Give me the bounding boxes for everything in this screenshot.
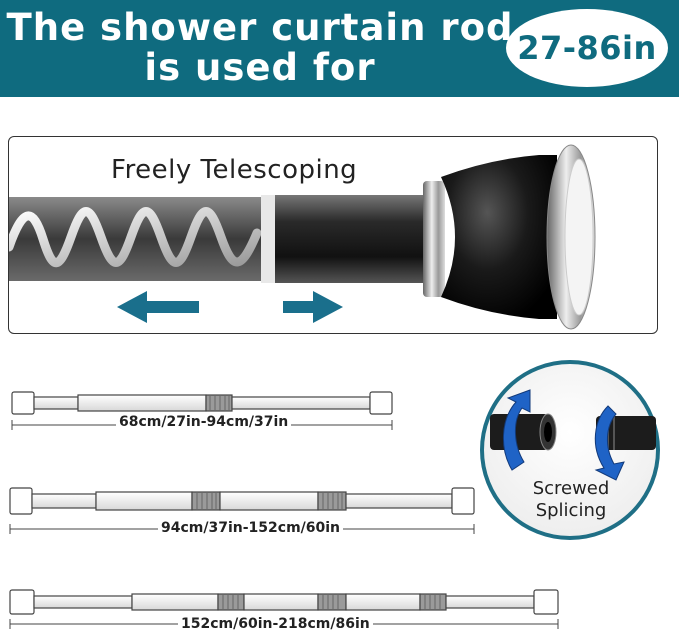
header-banner: The shower curtain rod is used for 27-86…	[0, 0, 679, 97]
length-illustrations	[9, 360, 660, 629]
splice-caption: Screwed Splicing	[516, 478, 626, 522]
range-badge: 27-86in	[506, 9, 668, 87]
spring-icon	[9, 207, 262, 268]
length-label-medium: 94cm/37in-152cm/60in	[158, 520, 344, 536]
telescoping-label: Freely Telescoping	[111, 155, 358, 185]
splice-line1: Screwed	[532, 478, 610, 499]
banner-title: The shower curtain rod is used for	[0, 8, 520, 88]
rubber-pad	[564, 158, 594, 316]
outer-tube	[275, 195, 435, 283]
length-label-short: 68cm/27in-94cm/37in	[116, 414, 292, 430]
chrome-collar	[423, 181, 445, 297]
rod-closeup-illustration	[9, 144, 596, 330]
rod-medium	[9, 487, 475, 515]
rod-short	[11, 391, 393, 415]
rotate-arrow-icon	[502, 389, 625, 481]
inner-tube-ring	[261, 195, 275, 283]
telescoping-panel: Freely Telescoping	[8, 136, 658, 334]
banner-title-line1: The shower curtain rod	[6, 6, 514, 49]
end-knob	[441, 155, 557, 319]
double-arrow-icon	[117, 291, 343, 323]
banner-title-line2: is used for	[144, 46, 376, 89]
tube-left-icon	[490, 413, 557, 451]
length-label-long: 152cm/60in-218cm/86in	[178, 616, 373, 632]
splice-line2: Splicing	[535, 500, 607, 521]
rod-long	[9, 589, 559, 615]
